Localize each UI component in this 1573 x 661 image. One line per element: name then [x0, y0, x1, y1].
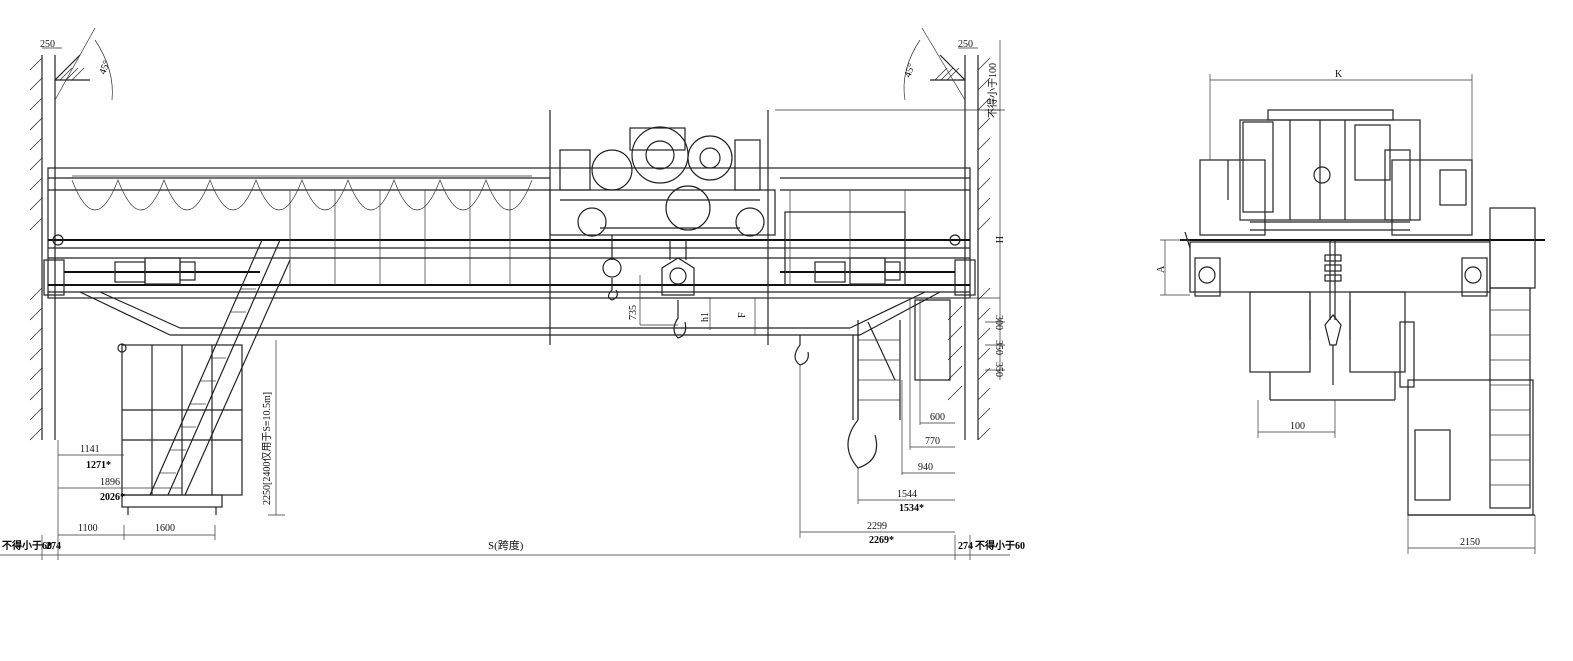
front-elevation: 250 45° 250 45° 不得小于100 H 300 350 350 73…: [0, 27, 1025, 560]
dim-735: 735: [628, 305, 639, 320]
dim-K: K: [1335, 69, 1343, 80]
dimension-labels: 250 45° 250 45° 不得小于100 H 300 350 350 73…: [2, 39, 1025, 552]
end-274-right: 274: [958, 541, 973, 552]
dim-2250: 2250[2400仅用于S≡10.5m]: [261, 392, 273, 505]
dim-1544: 1544: [897, 489, 917, 500]
operator-cab: [117, 239, 291, 515]
angle-left: 45°: [97, 59, 112, 76]
dim-H: H: [993, 236, 1004, 243]
dim-right-300: 300: [993, 315, 1004, 330]
dim-1100: 1100: [78, 523, 98, 534]
span-label: S(跨度): [488, 538, 524, 552]
clearance-top: 不得小于100: [987, 63, 999, 118]
right-wall: [903, 27, 991, 441]
dim-1141: 1141: [80, 444, 100, 455]
right-ladder: [784, 211, 951, 420]
min60-left: 不得小于60: [2, 539, 52, 552]
dim-1896: 1896: [100, 477, 120, 488]
dimension-lines: [0, 40, 1010, 560]
dim-770: 770: [925, 436, 940, 447]
angle-right: 45°: [902, 62, 917, 79]
dim-A: A: [1156, 265, 1167, 273]
aux-hook: [794, 335, 878, 469]
dim-2026: 2026*: [100, 492, 125, 503]
side-elevation: K A: [1156, 69, 1545, 554]
dim-right-350a: 350: [993, 340, 1004, 355]
dim-2299: 2299: [867, 521, 887, 532]
dim-100: 100: [1290, 421, 1305, 432]
dim-1271: 1271*: [86, 460, 111, 471]
dim-1534: 1534*: [899, 503, 924, 514]
dim-250-left: 250: [40, 39, 55, 50]
min60-right: 不得小于60: [975, 539, 1025, 552]
dim-250-right: 250: [958, 39, 973, 50]
dim-right-350b: 350: [993, 362, 1004, 377]
dim-F: F: [737, 312, 748, 318]
main-girder: [43, 167, 976, 336]
dim-940: 940: [918, 462, 933, 473]
dim-2150: 2150: [1460, 537, 1480, 548]
dim-600: 600: [930, 412, 945, 423]
end-274-left: 274: [46, 541, 61, 552]
dim-h1: h1: [700, 312, 711, 322]
trolley: [549, 110, 776, 345]
left-wall: [29, 27, 113, 441]
dim-1600: 1600: [155, 523, 175, 534]
dim-2269: 2269*: [869, 535, 894, 546]
